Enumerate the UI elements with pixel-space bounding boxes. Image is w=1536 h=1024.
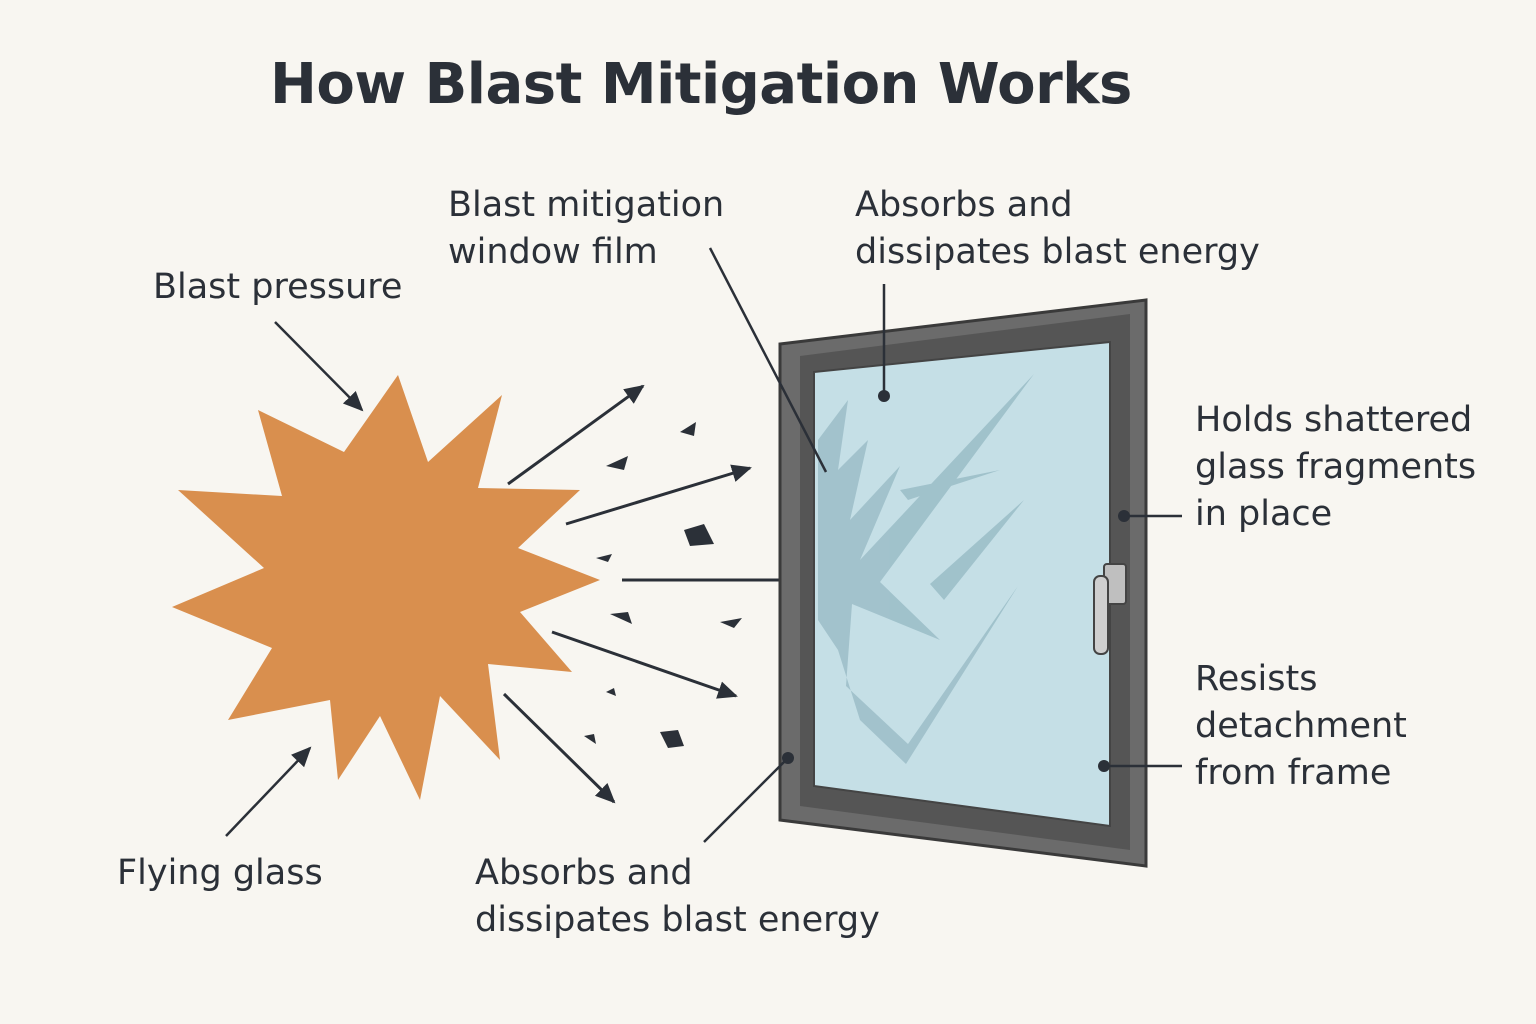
window-glass bbox=[813, 340, 1111, 828]
page-title: How Blast Mitigation Works bbox=[270, 52, 1132, 117]
window-handle-icon bbox=[1093, 563, 1127, 655]
blast-arrow-4 bbox=[551, 630, 738, 699]
absorbs-top-dot bbox=[878, 390, 890, 402]
blast-arrow-5 bbox=[502, 692, 616, 804]
explosion-icon bbox=[172, 375, 600, 800]
label-blast-pressure: Blast pressure bbox=[153, 267, 403, 307]
glass-cracks bbox=[818, 374, 1034, 764]
resists-dot bbox=[1098, 760, 1110, 772]
blast-pressure-pointer bbox=[274, 321, 364, 412]
label-flying-glass: Flying glass bbox=[117, 853, 323, 893]
blast-arrow-1 bbox=[507, 384, 645, 486]
label-resists-detachment: Resists detachment from frame bbox=[1195, 659, 1407, 793]
holds-dot bbox=[1118, 510, 1130, 522]
label-window-film: Blast mitigation window film bbox=[448, 185, 725, 272]
label-absorbs-top: Absorbs and dissipates blast energy bbox=[855, 185, 1260, 272]
flying-glass-pointer bbox=[225, 746, 312, 837]
leader-lines bbox=[703, 247, 1182, 843]
label-holds-fragments: Holds shattered glass fragments in place bbox=[1195, 400, 1477, 534]
window-icon bbox=[778, 298, 1148, 868]
film-leader bbox=[708, 247, 828, 473]
blast-arrow-2 bbox=[565, 464, 752, 526]
label-absorbs-bottom: Absorbs and dissipates blast energy bbox=[475, 853, 880, 940]
absorbs-bottom-leader bbox=[703, 759, 787, 843]
absorbs-bottom-dot bbox=[782, 752, 794, 764]
